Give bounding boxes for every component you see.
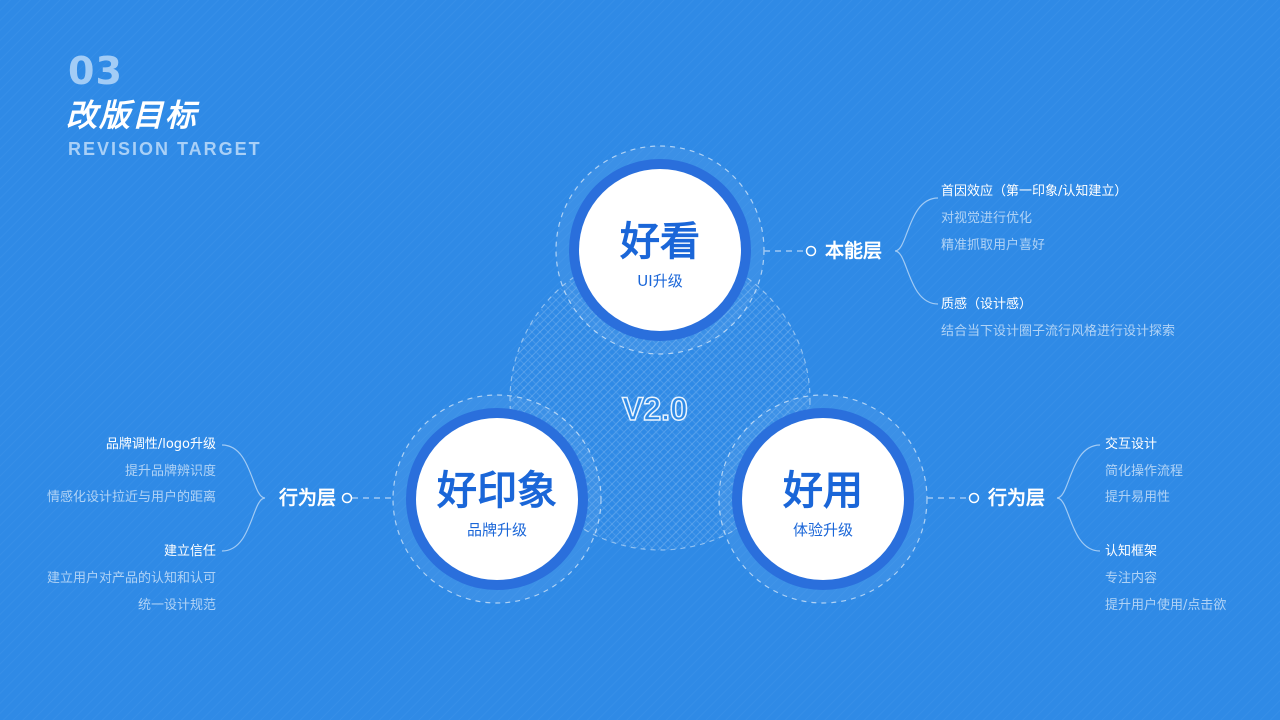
right-circle-text: 好用 体验升级 [743,471,903,538]
top-circle-subtitle: UI升级 [637,272,683,290]
top-group1-heading: 首因效应（第一印象/认知建立） [941,184,1128,199]
right-group1-item: 简化操作流程 [1105,464,1184,479]
left-circle [416,418,578,580]
left-group1-item: 情感化设计拉近与用户的距离 [46,490,216,505]
right-layer-label: 行为层 [988,487,1046,509]
right-connector-node [968,492,980,504]
left-group1-heading: 品牌调性/logo升级 [105,437,216,452]
section-number: 03 [68,49,123,93]
section-subtitle: REVISION TARGET [68,139,262,159]
left-circle-text: 好印象 品牌升级 [407,471,587,538]
left-group2-heading: 建立信任 [163,544,216,559]
top-group2-heading: 质感（设计感） [941,297,1033,312]
top-bracket [894,197,939,305]
left-group1-item: 提升品牌辨识度 [124,464,216,479]
top-circle-text: 好看 UI升级 [580,222,740,289]
right-group1-item: 提升易用性 [1105,490,1171,505]
right-group2-item: 专注内容 [1105,571,1158,586]
left-circle-subtitle: 品牌升级 [466,521,527,539]
top-group1-item: 对视觉进行优化 [941,211,1033,226]
version-label: V2.0 [621,391,688,427]
left-circle-title: 好印象 [437,468,557,514]
section-title: 改版目标 [66,98,198,134]
top-group1-item: 精准抓取用户喜好 [941,238,1046,253]
right-circle-subtitle: 体验升级 [792,521,853,539]
right-group1-heading: 交互设计 [1105,437,1158,452]
right-circle [742,418,904,580]
right-group2-heading: 认知框架 [1105,544,1158,559]
top-connector-node [805,245,817,257]
right-bracket [1056,444,1101,552]
left-group2-item: 建立用户对产品的认知和认可 [46,571,216,586]
right-group2-item: 提升用户使用/点击欲 [1105,598,1227,613]
right-circle-title: 好用 [783,468,863,514]
left-bracket [221,444,266,552]
top-group2-item: 结合当下设计圈子流行风格进行设计探索 [941,324,1176,339]
left-connector-node [341,492,353,504]
top-circle-title: 好看 [620,219,700,265]
top-layer-label: 本能层 [825,240,883,262]
top-circle [579,169,741,331]
left-group2-item: 统一设计规范 [137,598,216,613]
left-layer-label: 行为层 [279,487,337,509]
center-overlap-area [509,249,811,551]
